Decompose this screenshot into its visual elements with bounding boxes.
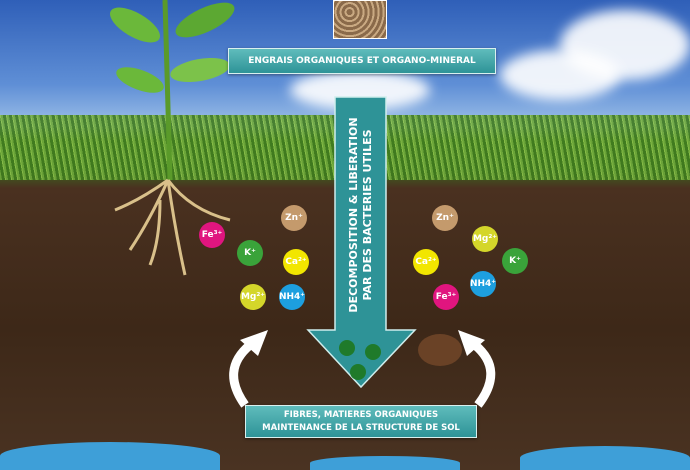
arrow-label: DECOMPOSITION & LIBERATION PAR DES BACTE…: [338, 100, 384, 330]
ion-badge: Mg²⁺: [472, 226, 498, 252]
fertilizer-pellets-image: [333, 0, 387, 39]
ion-badge: Zn⁺: [432, 205, 458, 231]
cycle-arrow-left: [229, 341, 254, 408]
cloud: [500, 50, 620, 100]
arrowhead-icon: [240, 330, 268, 356]
ion-badge: Fe³⁺: [433, 284, 459, 310]
plant-icon: [110, 0, 235, 276]
organic-matter-clump: [418, 334, 462, 366]
bottom-label-line: FIBRES, MATIERES ORGANIQUES: [283, 410, 439, 420]
ion-badge: Ca²⁺: [413, 249, 439, 275]
ion-badge: Zn⁺: [281, 205, 307, 231]
cycle-arrow-right: [471, 341, 496, 408]
ion-badge: NH4⁺: [279, 284, 305, 310]
water: [520, 446, 690, 470]
arrowhead-icon: [458, 330, 485, 356]
bottom-label-line: MAINTENANCE DE LA STRUCTURE DE SOL: [262, 423, 460, 433]
ion-badge: Fe³⁺: [199, 222, 225, 248]
water: [310, 456, 460, 470]
top-label: ENGRAIS ORGANIQUES ET ORGANO-MINERAL: [228, 48, 496, 74]
ion-badge: Ca²⁺: [283, 249, 309, 275]
arrow-label-line: DECOMPOSITION & LIBERATION: [347, 117, 360, 313]
decomposition-arrow: [306, 96, 417, 389]
ion-badge: K⁺: [502, 248, 528, 274]
ion-badge: Mg²⁺: [240, 284, 266, 310]
bottom-label: FIBRES, MATIERES ORGANIQUES MAINTENANCE …: [245, 405, 477, 438]
water: [0, 442, 220, 470]
ion-badge: K⁺: [237, 240, 263, 266]
arrow-label-line: PAR DES BACTERIES UTILES: [361, 129, 374, 301]
ion-badge: NH4⁺: [470, 271, 496, 297]
